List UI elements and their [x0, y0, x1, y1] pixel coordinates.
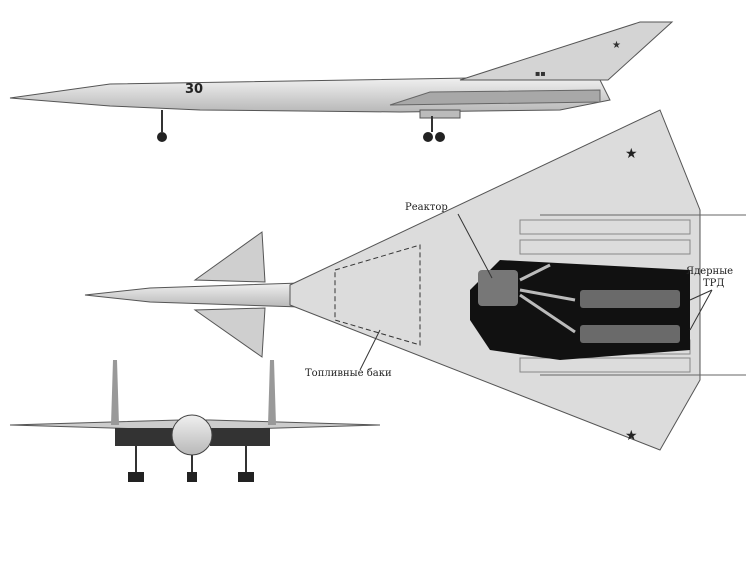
reactor-label: Реактор: [405, 202, 448, 213]
reactor-block: [478, 270, 518, 306]
front-view: [9, 360, 381, 482]
plan-view: ★ ★: [84, 109, 746, 451]
svg-text:★: ★: [625, 428, 638, 444]
fuel-tanks-label: Топливные баки: [305, 368, 392, 379]
svg-text:▪▪: ▪▪: [535, 69, 546, 78]
svg-text:★: ★: [625, 146, 638, 162]
front-landing-gear: [157, 110, 167, 142]
nuclear-engines: [580, 290, 680, 343]
left-intake: [115, 428, 175, 446]
svg-text:★: ★: [612, 40, 621, 51]
nuclear-engines-label-line2: ТРД: [703, 278, 725, 289]
nuclear-engines-label-line1: Ядерные: [686, 266, 734, 277]
main-landing-gear: [419, 109, 461, 142]
side-view: ★ ▪▪: [9, 21, 674, 142]
tail-number: 30: [185, 82, 204, 97]
right-intake: [210, 428, 270, 446]
